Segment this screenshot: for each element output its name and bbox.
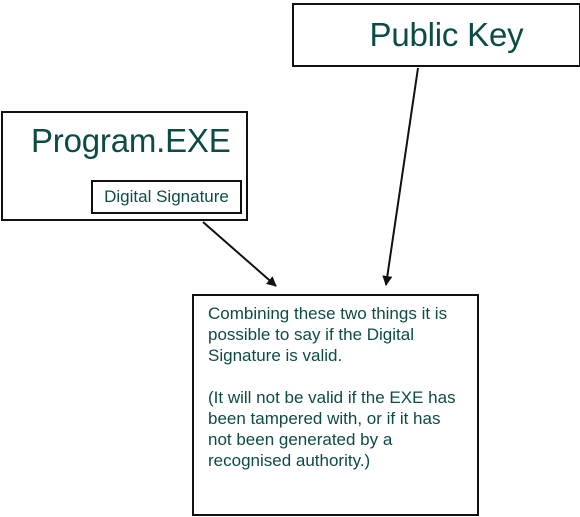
program-exe-node: Program.EXE Digital Signature (1, 111, 248, 221)
result-node: Combining these two things it is possibl… (192, 294, 479, 516)
program-exe-label: Program.EXE (31, 122, 231, 159)
arrow-program-to-result (202, 221, 277, 287)
result-paragraph-2: (It will not be valid if the EXE has bee… (208, 388, 456, 470)
arrow-public-key-to-result (382, 67, 419, 286)
public-key-label: Public Key (369, 16, 524, 53)
digital-signature-node: Digital Signature (91, 180, 242, 214)
public-key-node: Public Key (292, 3, 580, 67)
digital-signature-label: Digital Signature (104, 187, 229, 206)
result-paragraph-1: Combining these two things it is possibl… (208, 304, 448, 365)
